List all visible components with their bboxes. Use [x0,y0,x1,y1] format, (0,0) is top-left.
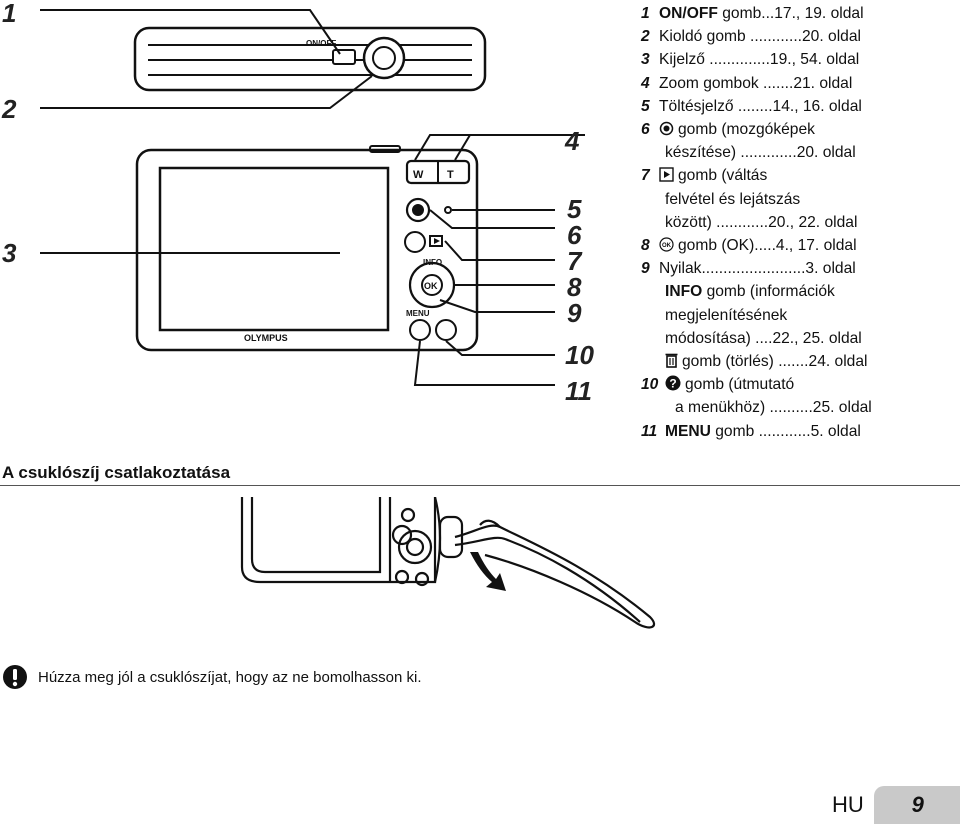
parts-list: 1 ON/OFF gomb...17., 19. oldal 2 Kioldó go… [641,2,960,443]
part-text: Kijelző ..............19., 54. oldal [659,51,860,69]
part-item-1: 1 ON/OFF gomb...17., 19. oldal [641,2,960,25]
svg-text:OK: OK [662,243,672,249]
wrist-strap-illustration [240,497,656,629]
on-off-label: ON/OFF [306,39,336,48]
callout-11: 11 [565,376,592,406]
part-number: 7 [641,167,650,185]
part-item-3: 3 Kijelző ..............19., 54. oldal [641,48,960,71]
callout-9: 9 [567,298,582,328]
callout-5: 5 [567,194,582,224]
part-number: 1 [641,5,650,22]
callout-10: 10 [565,340,594,370]
zoom-w-label: W [413,169,424,181]
part-text: gomb ............5. oldal [710,422,861,440]
part-item-11: 11 MENU gomb ............5. oldal [641,420,960,443]
zoom-t-label: T [447,169,454,181]
part-bold-label: ON/OFF [659,5,718,22]
part-text: gomb (törlés) .......24. oldal [682,353,868,371]
language-code: HU [832,792,864,817]
help-icon: ? [665,375,681,391]
part-number: 4 [641,74,650,92]
section-title: A csuklószíj csatlakoztatása [2,463,231,482]
info-bold-label: INFO [665,283,703,301]
part-number: 8 [641,237,650,255]
page-number: 9 [873,786,960,824]
part-number: 6 [641,121,650,139]
part-item-8: 8 OK gomb (OK).....4., 17. oldal [641,234,960,257]
part-text: gomb (útmutató [685,376,795,394]
svg-text:?: ? [669,377,676,391]
ok-icon: OK [659,237,674,252]
part-continuation: megjelenítésének [665,306,788,324]
menu-label: MENU [406,309,430,318]
callout-3: 3 [2,238,17,268]
part-item-4: 4 Zoom gombok .......21. oldal [641,72,960,95]
callout-2: 2 [2,94,17,124]
caution-icon [3,665,27,689]
part-continuation: között) ............20., 22. oldal [665,213,858,231]
part-continuation: a menükhöz) ..........25. oldal [675,399,872,417]
part-number: 3 [641,51,650,69]
part-text: Töltésjelző ........14., 16. oldal [659,97,862,115]
info-label: INFO [423,258,442,267]
callout-7: 7 [567,246,582,276]
part-number: 9 [641,260,650,278]
part-continuation: INFO gomb (információk [641,280,960,303]
caution-note: Húzza meg jól a csuklószíjat, hogy az ne… [2,664,422,690]
part-text: gomb (mozgóképek [678,121,815,139]
callout-6: 6 [567,220,582,250]
playback-icon [659,167,674,183]
callout-8: 8 [567,272,582,302]
brand-label: OLYMPUS [244,333,288,343]
part-text: Zoom gombok .......21. oldal [659,74,853,92]
part-item-10: 10? gomb (útmutató [641,373,960,396]
part-number: 11 [641,422,658,440]
camera-diagram: ON/OFF W T INFO OK MENU OLYMPUS [40,9,585,386]
part-text: gomb (OK).....4., 17. oldal [678,237,857,255]
part-text: gomb (váltás [678,167,768,185]
part-text: gomb...17., 19. oldal [717,5,864,22]
part-bold-label: MENU [665,422,711,440]
part-text: gomb (információk [702,283,835,301]
part-item-5: 5 Töltésjelző ........14., 16. oldal [641,95,960,118]
part-continuation: felvétel és lejátszás [665,190,801,208]
page-footer: HU 9 [832,786,960,824]
part-continuation: készítése) .............20. oldal [665,144,856,162]
part-number: 10 [641,376,659,394]
section-divider [0,485,960,486]
part-item-9: 9 Nyilak........................3. oldal [641,257,960,280]
part-text: Kioldó gomb ............20. oldal [659,28,861,46]
callout-4: 4 [565,126,580,156]
part-item-2: 2 Kioldó gomb ............20. oldal [641,25,960,48]
caution-text: Húzza meg jól a csuklószíjat, hogy az ne… [38,668,422,686]
callout-1: 1 [2,0,17,28]
delete-icon [665,353,678,368]
part-text: Nyilak........................3. oldal [659,260,856,278]
part-item-6: 6 gomb (mozgóképek [641,118,960,141]
part-number: 5 [641,97,650,115]
part-continuation: módosítása) ....22., 25. oldal [665,329,862,347]
part-continuation: gomb (törlés) .......24. oldal [641,350,960,373]
part-number: 2 [641,28,650,46]
ok-label: OK [424,281,438,291]
movie-record-icon [659,121,674,136]
part-item-7: 7 gomb (váltás [641,164,960,187]
